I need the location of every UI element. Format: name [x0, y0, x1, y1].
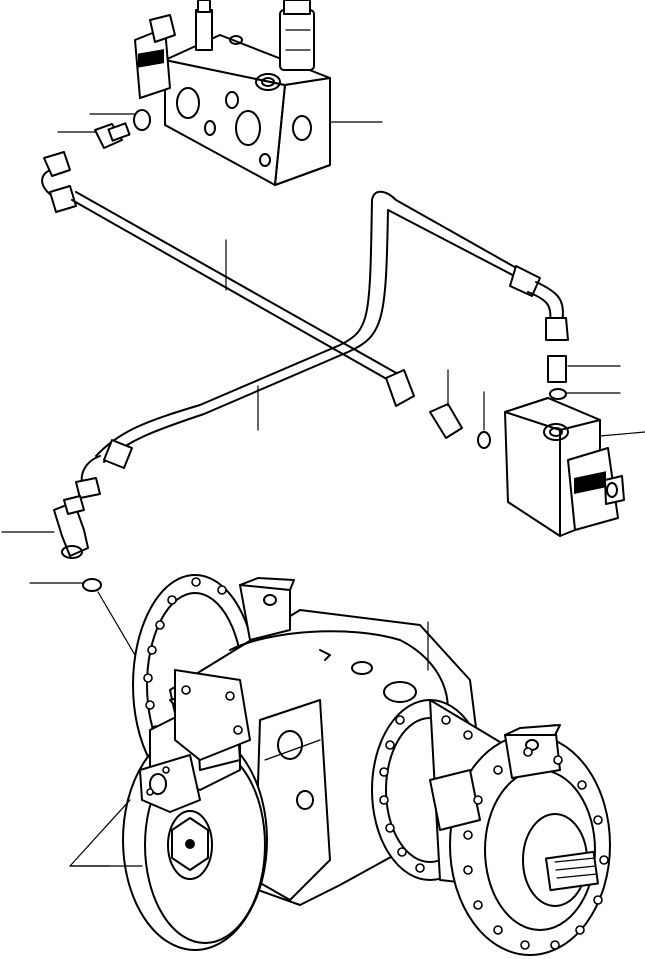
o-ring-right — [549, 388, 621, 400]
o-ring-middle — [477, 391, 491, 449]
hose-assembly-2 — [75, 190, 569, 499]
adapter-fitting-right — [547, 355, 621, 383]
valve-block-right — [504, 397, 645, 537]
o-ring-upper — [89, 109, 151, 131]
hose-assembly-1 — [41, 151, 415, 407]
adapter-fitting-middle — [429, 369, 463, 439]
adapter-fitting-upper — [57, 122, 131, 149]
axle-housing — [132, 574, 611, 956]
elbow-fitting-left — [1, 495, 89, 559]
valve-block-upper — [134, 0, 383, 186]
brake-calipers — [69, 669, 268, 951]
